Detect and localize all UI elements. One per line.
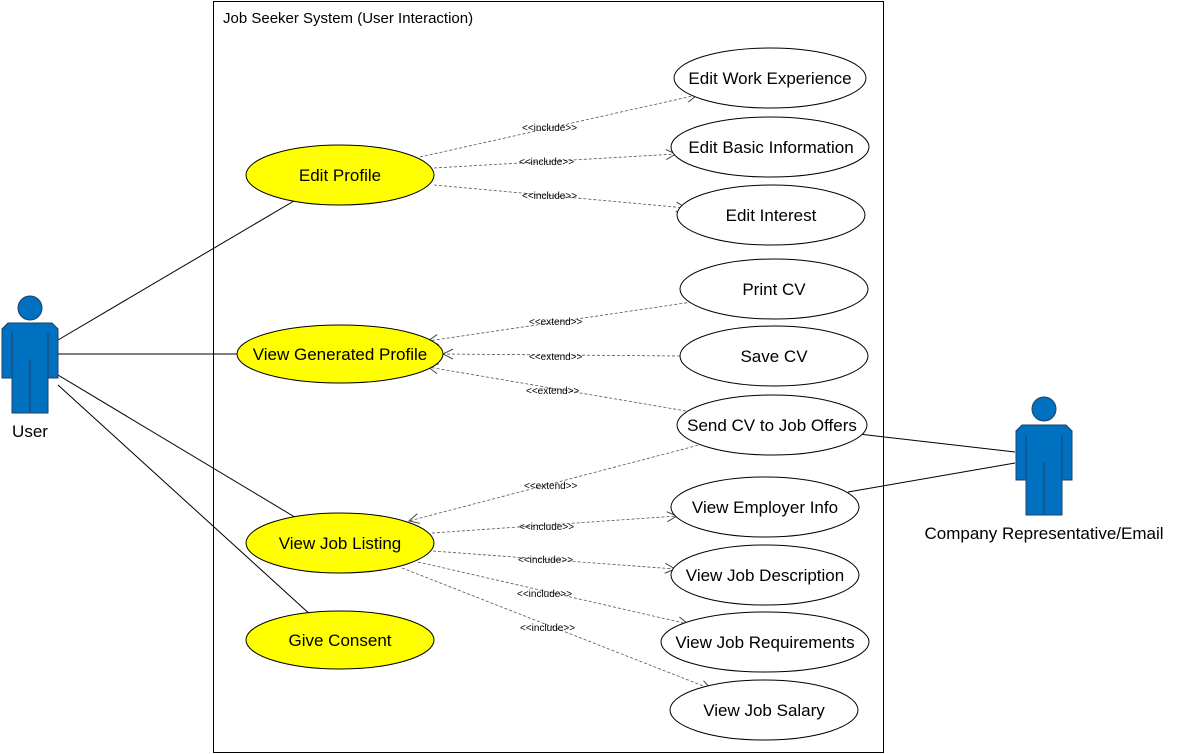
actor-company[interactable]: Company Representative/Email [924,396,1164,543]
usecase-view-job-requirements[interactable]: View Job Requirements [660,611,870,673]
include-edit-work-experience [419,95,697,158]
include-edit-interest [433,184,686,208]
label-include-2: <<include>> [519,157,574,168]
usecase-edit-profile-label: Edit Profile [299,166,381,185]
usecase-give-consent[interactable]: Give Consent [245,610,435,670]
relationship-labels: <<include>> <<include>> <<include>> <<ex… [517,123,583,634]
usecase-view-job-listing[interactable]: View Job Listing [245,512,435,574]
usecase-edit-interest-label: Edit Interest [726,206,817,225]
user-actor-icon [1,295,59,414]
label-include-6: <<include>> [517,589,572,600]
usecase-view-job-salary[interactable]: View Job Salary [669,679,859,741]
primary-usecases: Edit Profile View Generated Profile View… [236,144,444,670]
usecase-edit-basic-information-label: Edit Basic Information [688,138,853,157]
include-view-job-salary [401,567,711,689]
include-edit-basic-information [433,154,676,169]
assoc-user-view-job-listing [57,374,299,520]
usecase-send-cv-label: Send CV to Job Offers [687,416,857,435]
extend-print-cv [428,301,693,341]
usecase-view-job-description-label: View Job Description [686,566,844,585]
label-include-3: <<include>> [522,191,577,202]
usecase-view-job-requirements-label: View Job Requirements [675,633,854,652]
assoc-user-give-consent [57,384,314,618]
include-view-employer-info [431,516,677,534]
actor-user[interactable]: User [1,295,59,441]
extend-save-cv [443,354,681,356]
label-include-4: <<include>> [519,522,574,533]
usecase-print-cv[interactable]: Print CV [679,258,869,320]
associations [57,197,1016,618]
usecase-view-employer-info[interactable]: View Employer Info [670,476,860,538]
label-extend-3: <<extend>> [526,386,580,397]
actor-user-label: User [12,422,48,441]
extend-send-cv-job-listing [409,443,704,521]
usecase-send-cv[interactable]: Send CV to Job Offers [676,394,868,456]
usecase-save-cv-label: Save CV [740,347,808,366]
label-include-7: <<include>> [520,623,575,634]
usecase-edit-work-experience-label: Edit Work Experience [688,69,851,88]
extend-send-cv-profile [428,367,687,412]
label-extend-4: <<extend>> [524,481,578,492]
assoc-company-send-cv [858,433,1016,453]
usecase-view-generated-profile[interactable]: View Generated Profile [236,324,444,384]
usecase-edit-interest[interactable]: Edit Interest [676,184,866,246]
label-include-5: <<include>> [518,555,573,566]
assoc-user-edit-profile [57,197,300,341]
usecase-print-cv-label: Print CV [742,280,806,299]
assoc-company-employer-info [847,462,1016,493]
system-title: Job Seeker System (User Interaction) [223,10,473,27]
usecase-view-job-listing-label: View Job Listing [279,534,402,553]
label-extend-1: <<extend>> [529,317,583,328]
relationship-lines [401,95,711,689]
usecase-view-job-salary-label: View Job Salary [703,701,825,720]
include-view-job-description [432,550,675,569]
usecase-edit-work-experience[interactable]: Edit Work Experience [673,47,867,109]
include-view-job-requirements [417,561,688,624]
company-actor-icon [1015,396,1073,516]
usecase-edit-basic-information[interactable]: Edit Basic Information [670,116,870,178]
usecase-save-cv[interactable]: Save CV [679,325,869,387]
label-include-1: <<include>> [522,123,577,134]
secondary-usecases: Edit Work Experience Edit Basic Informat… [660,47,870,741]
usecase-view-employer-info-label: View Employer Info [692,498,838,517]
usecase-give-consent-label: Give Consent [289,631,392,650]
usecase-edit-profile[interactable]: Edit Profile [245,144,435,206]
label-extend-2: <<extend>> [529,352,583,363]
usecase-view-generated-profile-label: View Generated Profile [253,345,428,364]
actor-company-label: Company Representative/Email [924,524,1163,543]
usecase-view-job-description[interactable]: View Job Description [670,544,860,606]
